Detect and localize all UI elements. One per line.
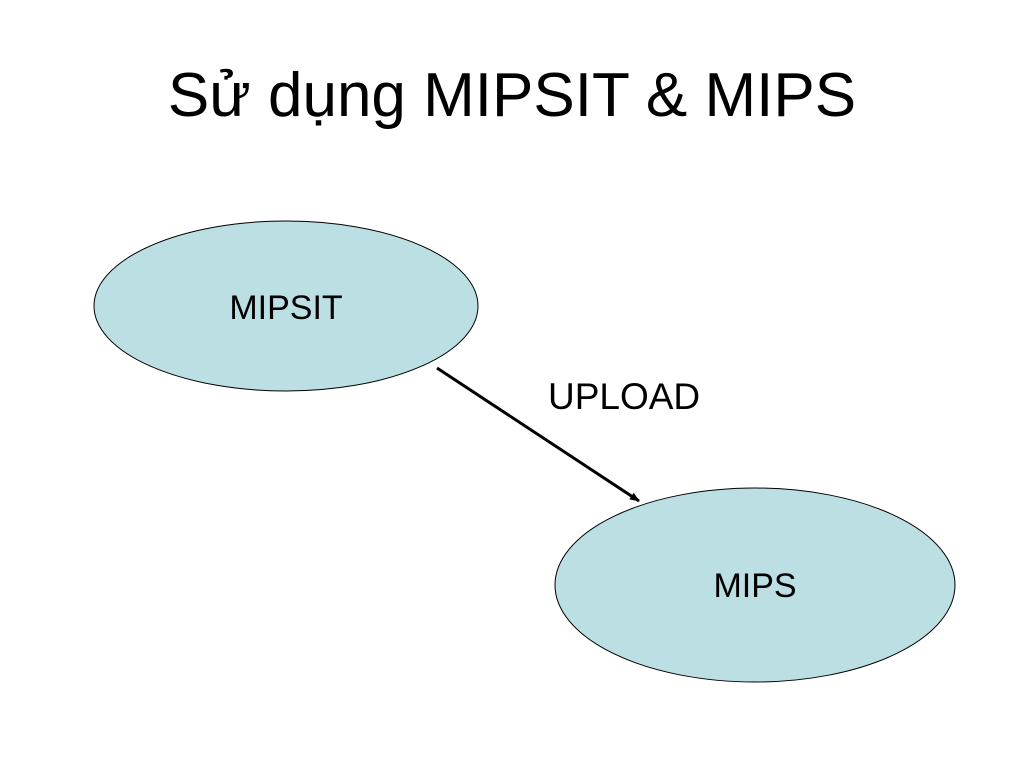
upload-arrow (436, 366, 640, 503)
node-mipsit: MIPSIT (93, 220, 479, 392)
node-mipsit-shape (93, 220, 479, 392)
node-mips: MIPS (554, 487, 956, 683)
slide-title: Sử dụng MIPSIT & MIPS (167, 61, 857, 130)
node-mips-shape (554, 487, 956, 683)
node-mipsit-label: MIPSIT (229, 289, 342, 327)
node-mips-label: MIPS (713, 567, 796, 605)
edge-label-upload: UPLOAD (548, 376, 701, 417)
